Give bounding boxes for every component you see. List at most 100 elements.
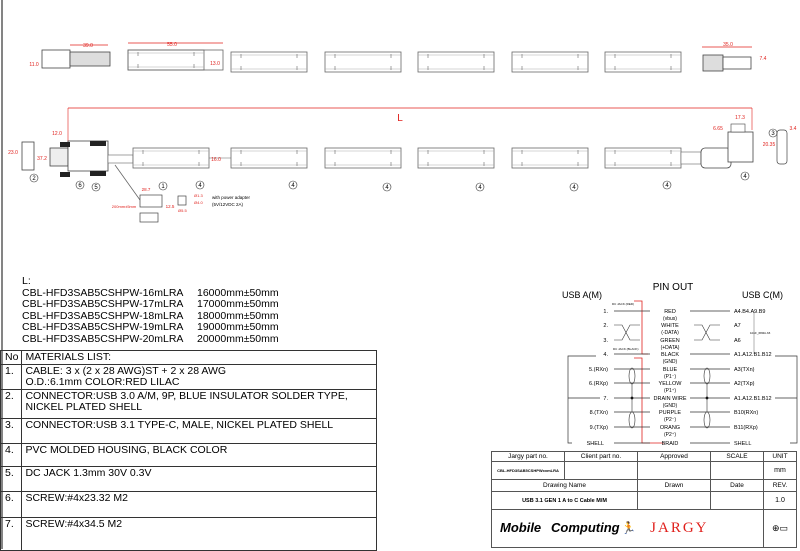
- dim-conn-a-length: 39.0: [83, 43, 93, 49]
- callout-4: 4: [291, 183, 295, 189]
- power-adapter-spec: (5V/12VDC 2A): [212, 202, 244, 207]
- material-text: CONNECTOR:USB 3.0 A/M, 9P, BLUE INSULATO…: [25, 390, 348, 402]
- dim-dc-d2: Ø4.0: [194, 200, 203, 205]
- part-number: CBL-HFD3SAB5CSHPW-20mLRA: [22, 332, 184, 345]
- wire-color: RED: [664, 309, 676, 315]
- wire-signal: (-DATA): [661, 330, 679, 336]
- label-unit: UNIT: [763, 451, 797, 462]
- logo-computing: Computing: [550, 520, 620, 535]
- wire-color: ORANG: [660, 425, 680, 431]
- dim-segment-height: 13.0: [210, 61, 220, 67]
- callout-5: 5: [94, 185, 98, 191]
- material-text: CABLE: 3 x (2 x 28 AWG)ST + 2 x 28 AWG: [25, 365, 227, 377]
- label-rev: REV.: [763, 479, 797, 492]
- dc-jack-black-label: DC JACK (BLACK): [613, 347, 639, 351]
- material-no: 3.: [0, 418, 23, 444]
- material-no: 4.: [0, 443, 23, 467]
- usb-c-pin: SHELL: [734, 441, 751, 447]
- materials-header: MATERIALS LIST:: [21, 350, 377, 365]
- dim-c-665: 6.65: [713, 126, 723, 132]
- material-no: 7.: [0, 517, 23, 551]
- material-text: O.D.:6.1mm COLOR:RED LILAC: [25, 376, 180, 388]
- pinout-title: PIN OUT: [653, 282, 694, 293]
- wire-signal: (GND): [663, 359, 678, 365]
- wire-color: GREEN: [660, 338, 680, 344]
- usb-a-pin: SHELL: [587, 441, 604, 447]
- resistor-note: 10nF_680Ω A5: [750, 331, 771, 335]
- usb-a-pin: 6.(RXp): [589, 381, 608, 387]
- usb-a-pin: 4.: [603, 352, 608, 358]
- projection-symbol-icon: ⊕▭: [763, 509, 797, 548]
- material-item: CONNECTOR:USB 3.0 A/M, 9P, BLUE INSULATO…: [21, 389, 377, 419]
- logo-cell: Mobile Computing 🏃 JARGY: [491, 509, 764, 548]
- usb-c-title: USB C(M): [742, 290, 783, 300]
- wire-color: BLUE: [663, 367, 678, 373]
- material-text: DC JACK 1.3mm 30V 0.3V: [21, 466, 377, 492]
- callout-4: 4: [665, 183, 669, 189]
- usb-c-pin: A2(TXp): [734, 381, 755, 387]
- drawing-name-value: USB 3.1 GEN 1 A to C Cable M/M: [491, 491, 638, 510]
- unit-value: mm: [763, 461, 797, 480]
- label-drawn: Drawn: [637, 479, 711, 492]
- usb-a-pin: 2.: [603, 323, 608, 329]
- dim-a-12: 12.0: [52, 131, 62, 137]
- rev-value: 1.0: [763, 491, 797, 510]
- label-client-part: Client part no.: [564, 451, 638, 462]
- wire-signal: (P1⁻): [664, 374, 676, 380]
- length-value: 20000mm±50mm: [197, 332, 279, 345]
- usb-c-pin: B10(RXn): [734, 410, 758, 416]
- usb-a-pin: 1.: [603, 309, 608, 315]
- dim-a-230: 23.0: [8, 150, 18, 156]
- usb-c-pin: A1.A12.B1.B12: [734, 352, 772, 358]
- callout-1: 1: [161, 184, 165, 190]
- scale-value: [710, 461, 764, 480]
- material-text: SCREW:#4x23.32 M2: [21, 491, 377, 518]
- label-scale: SCALE: [710, 451, 764, 462]
- logo-mobile: Mobile: [500, 520, 542, 535]
- dim-conn-a-height: 11.0: [29, 62, 39, 68]
- length-value: 18000mm±50mm: [197, 309, 279, 322]
- callout-3: 3: [771, 131, 775, 137]
- label-date: Date: [710, 479, 764, 492]
- dim-conn-c-length: 35.0: [723, 42, 733, 48]
- wire-signal: (+DATA): [661, 345, 680, 351]
- length-heading: L:: [22, 275, 31, 287]
- wire-signal: (vbus): [663, 316, 677, 322]
- callout-4: 4: [385, 185, 389, 191]
- usb-c-pin: A6: [734, 338, 741, 344]
- length-row: CBL-HFD3SAB5CSHPW-16mLRA 16000mm±50mm: [22, 286, 279, 300]
- wire-signal: (P1⁺): [664, 388, 676, 394]
- label-part-no: Jargy part no.: [491, 451, 565, 462]
- wire-color: PURPLE: [659, 410, 681, 416]
- dim-dc-125: 12.5: [166, 204, 175, 209]
- pinout-diagram: PIN OUT USB A(M) USB C(M) DC JACK (RED) …: [562, 282, 798, 447]
- length-value: 19000mm±50mm: [197, 321, 279, 333]
- dim-c-34: 3.4: [790, 126, 797, 132]
- part-number: CBL-HFD3SAB5CSHPW-17mLRA: [22, 298, 184, 310]
- part-number: CBL-HFD3SAB5CSHPW-16mLRA: [22, 286, 184, 299]
- callout-4: 4: [743, 174, 747, 180]
- usb-c-pin: A1.A12.B1.B12: [734, 396, 772, 402]
- usb-c-pin: B11(RXp): [734, 425, 758, 431]
- dim-dc-287: 28.7: [142, 187, 151, 192]
- client-part-value: [564, 461, 638, 480]
- wire-color: BRAID: [662, 441, 679, 447]
- dim-a-372: 37.2: [37, 156, 47, 162]
- wire-signal: (P2⁻): [664, 417, 676, 423]
- dim-c-2035: 20.35: [763, 142, 776, 148]
- material-no: 5.: [0, 466, 23, 492]
- callout-6: 6: [78, 183, 82, 189]
- usb-a-pin: 7.: [603, 396, 608, 402]
- length-value: 16000mm±50mm: [197, 286, 279, 299]
- runner-icon: 🏃: [621, 521, 637, 535]
- length-row: CBL-HFD3SAB5CSHPW-20mLRA 20000mm±50mm: [22, 332, 279, 346]
- wire-signal: (P2⁺): [664, 432, 676, 438]
- material-text: PVC MOLDED HOUSING, BLACK COLOR: [21, 443, 377, 467]
- power-adapter-note: with power adapter: [212, 195, 251, 200]
